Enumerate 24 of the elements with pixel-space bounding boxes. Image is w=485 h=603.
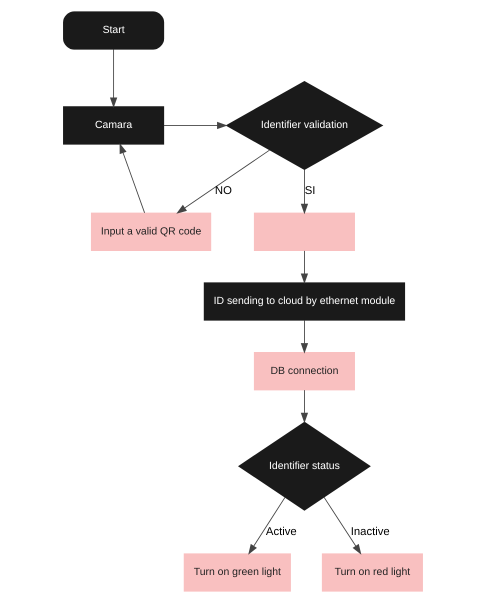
node-box [253,212,354,251]
arrow [300,390,308,424]
node-box: Start [62,11,164,50]
arrow [162,122,228,130]
node-box: Input a valid QR code [90,212,211,251]
arrow [248,496,285,555]
node-box: Turn on green light [183,553,290,592]
arrow [300,169,308,214]
edge-label: Inactive [350,526,390,538]
node-box: ID sending to cloud by ethernet module [203,282,405,321]
edge-label: SI [304,185,315,198]
arrow [109,48,117,108]
node-box: Turn on red light [321,553,422,592]
arrow [323,496,361,555]
edge-label: Active [265,526,296,538]
node-box: DB connection [253,352,354,390]
arrow [300,250,308,284]
node-diamond: Identifier validation [225,80,383,170]
node-diamond: Identifier status [238,422,370,511]
edge-label: NO [214,185,232,198]
arrow [176,150,270,214]
arrow [300,320,308,354]
node-box: Camara [62,106,164,145]
arrow [119,143,145,214]
